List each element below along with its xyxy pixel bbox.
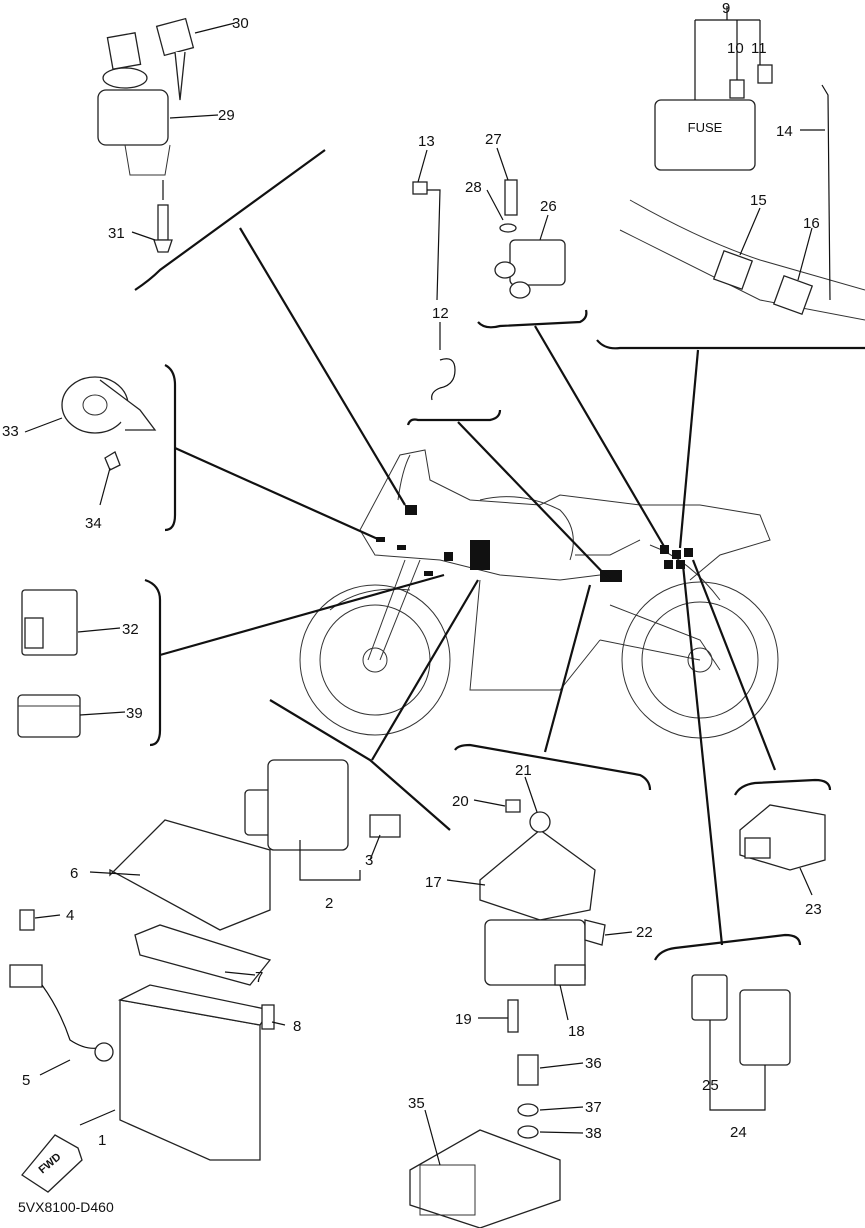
main-switch-part	[97, 17, 195, 253]
callout-35: 35	[408, 1095, 425, 1112]
callout-8: 8	[293, 1018, 301, 1035]
callout-23: 23	[805, 901, 822, 918]
callout-numbers: 30 29 31 33 34 32 39 13 12 27 28 26 9 10…	[2, 0, 822, 1149]
callout-28: 28	[465, 179, 482, 196]
callout-18: 18	[568, 1023, 585, 1040]
callout-leaders	[24, 6, 825, 1166]
callout-10: 10	[727, 40, 744, 57]
callout-24: 24	[730, 1124, 747, 1141]
callout-37: 37	[585, 1099, 602, 1116]
callout-21: 21	[515, 762, 532, 779]
callout-34: 34	[85, 515, 102, 532]
callout-3: 3	[365, 852, 373, 869]
callout-25: 25	[702, 1077, 719, 1094]
callout-17: 17	[425, 874, 442, 891]
callout-32: 32	[122, 621, 139, 638]
fuse-box-part: FUSE	[619, 64, 865, 321]
battery-part	[9, 819, 275, 1161]
callout-36: 36	[585, 1055, 602, 1072]
horn-part	[61, 376, 157, 471]
relay-part	[17, 589, 81, 738]
group-brackets	[134, 149, 865, 961]
callout-7: 7	[255, 969, 263, 986]
callout-39: 39	[126, 705, 143, 722]
callout-1: 1	[98, 1132, 106, 1149]
starter-relay-part	[244, 759, 401, 851]
callout-9: 9	[722, 0, 730, 17]
rectifier-regulator-part	[409, 1054, 561, 1228]
sensor-part	[494, 179, 566, 299]
control-unit-part	[479, 799, 606, 1033]
callout-31: 31	[108, 225, 125, 242]
callout-30: 30	[232, 15, 249, 32]
callout-29: 29	[218, 107, 235, 124]
clip-and-band-parts	[412, 181, 456, 401]
callout-5: 5	[22, 1072, 30, 1089]
fuse-box-label: FUSE	[688, 120, 723, 135]
callout-20: 20	[452, 793, 469, 810]
callout-4: 4	[66, 907, 74, 924]
callout-13: 13	[418, 133, 435, 150]
callout-27: 27	[485, 131, 502, 148]
callout-16: 16	[803, 215, 820, 232]
connection-lines	[159, 227, 777, 946]
callout-15: 15	[750, 192, 767, 209]
callout-33: 33	[2, 423, 19, 440]
callout-14: 14	[776, 123, 793, 140]
callout-19: 19	[455, 1011, 472, 1028]
callout-26: 26	[540, 198, 557, 215]
callout-6: 6	[70, 865, 78, 882]
drawing-code: 5VX8100-D460	[18, 1199, 114, 1215]
callout-22: 22	[636, 924, 653, 941]
callout-2: 2	[325, 895, 333, 912]
relay-24-part	[691, 974, 791, 1066]
callout-12: 12	[432, 305, 449, 322]
unit-23-part	[739, 804, 826, 871]
callout-11: 11	[751, 40, 767, 57]
forward-arrow-icon: FWD	[21, 1134, 83, 1193]
callout-38: 38	[585, 1125, 602, 1142]
